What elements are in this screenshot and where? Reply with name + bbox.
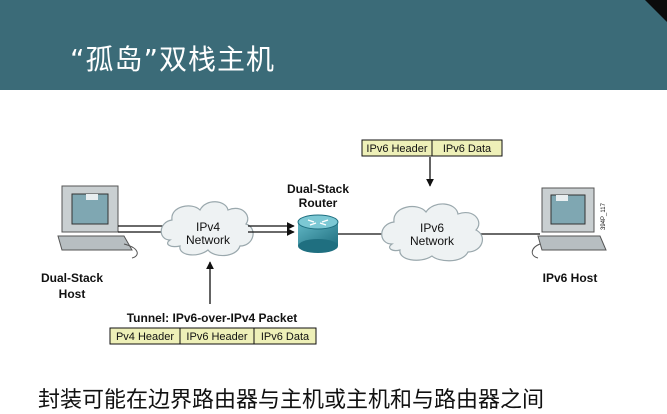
ipv6-header-label: IPv6 Header (366, 143, 427, 155)
right-host-label: IPv6 Host (543, 271, 598, 285)
ipv6-data-box (431, 139, 503, 157)
dual-stack-host (57, 185, 138, 259)
title-bar-corner (645, 0, 667, 22)
figure-id: 394P_117 (601, 202, 607, 230)
ipv6-data-label: IPv6 Data (443, 143, 492, 155)
monitor-glare (556, 195, 568, 201)
ipv4-cloud-label-2: Network (186, 233, 231, 247)
tunnel-seg1-label: Pv4 Header (116, 331, 174, 343)
network-diagram: IPv6 Header IPv6 Data Dual-Stack Host IP… (41, 139, 607, 345)
tunnel-seg2-label: IPv6 Header (186, 331, 247, 343)
tunnel-label: Tunnel: IPv6-over-IPv4 Packet (127, 311, 298, 325)
cable (123, 243, 138, 259)
ipv6-cloud (381, 203, 484, 262)
ipv6-cloud-label-2: Network (410, 234, 455, 248)
ipv6-packet-top: IPv6 Header IPv6 Data (361, 139, 503, 157)
slide-title: “孤岛”双栈主机 (70, 43, 276, 76)
ipv4-cloud-label-1: IPv4 (196, 220, 220, 234)
ipv4-cloud (160, 201, 254, 257)
monitor-glare (86, 194, 98, 200)
tunnel-packet: Pv4 Header IPv6 Header IPv6 Data (109, 327, 317, 345)
router-label-2: Router (299, 196, 338, 210)
slide-caption: 封装可能在边界路由器与主机或主机和与路由器之间 (38, 388, 545, 413)
tunnel-seg3-label: IPv6 Data (261, 331, 310, 343)
title-bar: “孤岛”双栈主机 (0, 0, 667, 90)
router-label-1: Dual-Stack (287, 182, 349, 196)
keyboard (57, 235, 133, 251)
ipv6-host (531, 187, 607, 259)
left-host-label-2: Host (59, 287, 86, 301)
ipv6-cloud-label-1: IPv6 (420, 221, 444, 235)
router-icon (297, 214, 339, 253)
cable (531, 243, 541, 259)
left-host-label-1: Dual-Stack (41, 271, 103, 285)
keyboard (537, 235, 607, 251)
tunnel-ipv6-data-box (253, 327, 317, 345)
